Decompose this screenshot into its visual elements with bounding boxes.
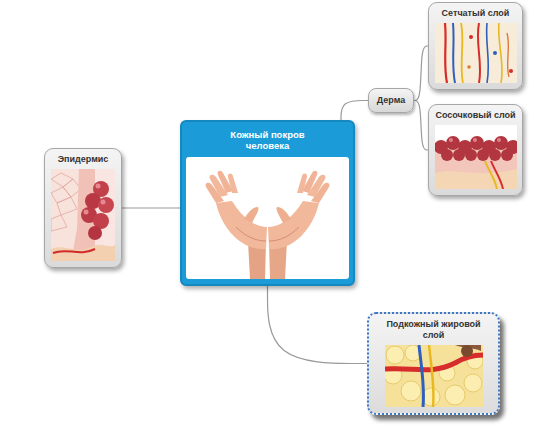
connector-line	[268, 286, 368, 364]
node-label: Эпидермис	[58, 154, 109, 165]
papillary-layer-illustration	[435, 125, 517, 189]
node-label: Сосочковый слой	[435, 110, 515, 121]
connector-line	[414, 46, 428, 101]
selected-topic-box: Подкожный жировой слой	[367, 312, 500, 415]
connector-line	[122, 207, 180, 208]
reticular-layer-illustration	[435, 23, 517, 83]
fat-layer-illustration	[385, 345, 483, 407]
topic-box: Сосочковый слой	[428, 104, 523, 196]
subtopic-pill: Дерма	[368, 88, 414, 113]
node-label: Сетчатый слой	[442, 8, 510, 19]
connector-line	[414, 101, 428, 151]
topic-box: Эпидермис	[44, 148, 122, 268]
central-topic-box: Кожный покров человека	[180, 120, 355, 286]
topic-box: Сетчатый слой	[428, 2, 523, 90]
connector-line	[341, 101, 368, 121]
epidermis-illustration	[51, 169, 115, 261]
hands-illustration	[186, 157, 349, 279]
node-label: Дерма	[377, 95, 405, 106]
node-label: Подкожный жировой слой	[384, 319, 484, 341]
node-label: Кожный покров человека	[218, 129, 318, 151]
